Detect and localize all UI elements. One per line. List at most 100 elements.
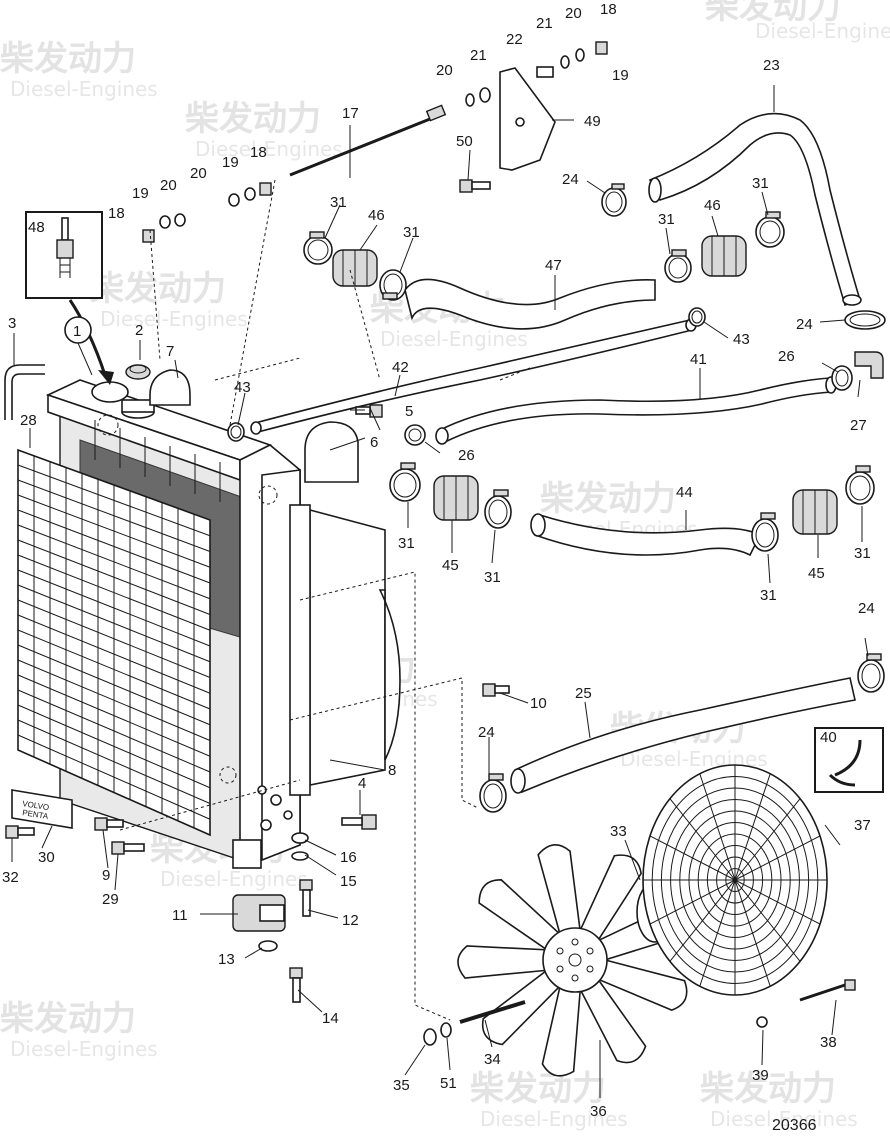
bellows-group	[332, 235, 838, 535]
grille-bar	[17, 704, 211, 789]
nameplate-line1: VOLVO	[22, 799, 50, 812]
guard-spoke	[734, 879, 771, 987]
watermark-brand: 柴发动力	[540, 479, 676, 519]
label-19: 19	[612, 67, 629, 84]
hose-44	[534, 513, 762, 557]
washer	[479, 87, 491, 103]
watermark-brand-en: Diesel-Engines	[100, 307, 248, 331]
rubber-bellows-45	[792, 489, 838, 535]
overflow-pipe	[4, 364, 45, 420]
nut	[142, 229, 155, 243]
watermark-brand-en: Diesel-Engines	[755, 19, 890, 43]
label-31: 31	[330, 194, 347, 211]
watermark-brand-en: Diesel-Engines	[160, 867, 308, 891]
washer	[244, 187, 256, 201]
bolt-38	[799, 979, 856, 1002]
watermark-brand-en: Diesel-Engines	[710, 1107, 858, 1131]
radiator-neck-7	[149, 369, 191, 406]
guard-spoke	[669, 879, 736, 962]
grille-bar	[17, 629, 211, 710]
sensor-thread	[59, 258, 71, 278]
label-18: 18	[250, 144, 267, 161]
label-18: 18	[108, 205, 125, 222]
hose-clamp	[664, 249, 692, 283]
label-31: 31	[658, 211, 675, 228]
watermark-brand-en: Diesel-Engines	[195, 137, 343, 161]
label-23: 23	[763, 57, 780, 74]
guard-spoke	[699, 879, 736, 987]
grille-bar	[17, 479, 211, 552]
side-bolt	[257, 785, 267, 795]
label-48: 48	[28, 219, 45, 236]
grille-bar	[17, 554, 211, 631]
watermark-brand-en: Diesel-Engines	[10, 1037, 158, 1061]
radiator-leg	[232, 839, 262, 869]
label-24: 24	[858, 600, 875, 617]
label-17: 17	[342, 105, 359, 122]
label-20: 20	[190, 165, 207, 182]
hose-23-end	[648, 177, 662, 203]
label-31: 31	[752, 175, 769, 192]
label-39: 39	[752, 1067, 769, 1084]
hose-23-end	[842, 294, 862, 306]
bolt-50	[459, 179, 491, 193]
fan-shroud	[289, 421, 401, 796]
label-26: 26	[458, 447, 475, 464]
hose-42-end	[250, 421, 262, 435]
fan-blade	[478, 879, 564, 953]
fasteners-top	[142, 41, 608, 243]
label-18: 18	[600, 1, 617, 18]
label-13: 13	[218, 951, 235, 968]
elbow-27	[854, 351, 884, 379]
label-40: 40	[820, 729, 837, 746]
nut-39	[756, 1016, 768, 1028]
label-3: 3	[8, 315, 16, 332]
guard-spoke	[734, 798, 801, 881]
assembly-paths	[119, 179, 531, 1021]
label-41: 41	[690, 351, 707, 368]
bolt-12	[299, 879, 313, 917]
label-29: 29	[102, 891, 119, 908]
label-47: 47	[545, 257, 562, 274]
hose-clamp-24	[479, 773, 507, 813]
label-30: 30	[38, 849, 55, 866]
label-12: 12	[342, 912, 359, 929]
side-bolt	[270, 794, 282, 806]
sensor-hex	[56, 239, 74, 259]
clamp-group	[227, 183, 886, 813]
watermark-brand: 柴发动力	[0, 999, 136, 1039]
bolt-34	[459, 1000, 526, 1024]
label-19: 19	[222, 154, 239, 171]
grille-bar	[17, 509, 211, 584]
label-24: 24	[796, 316, 813, 333]
hose-clamp-24	[601, 183, 627, 217]
label-35: 35	[393, 1077, 410, 1094]
dashed-hole	[258, 485, 278, 505]
guard-spoke	[734, 773, 771, 881]
washer	[465, 93, 475, 107]
watermark-brand: 柴发动力	[185, 99, 321, 139]
grille-mesh	[17, 455, 211, 828]
clip-inset-40	[814, 727, 884, 793]
grille-bar	[17, 524, 211, 600]
rubber-mount-11	[232, 894, 286, 932]
sensor-arrow-head	[98, 370, 114, 385]
hose-clamp	[379, 269, 407, 301]
label-leaders	[11, 85, 869, 1098]
tension-rod-17	[289, 104, 447, 177]
watermark-brand-en: Diesel-Engines	[10, 77, 158, 101]
label-15: 15	[340, 873, 357, 890]
label-1: 1	[73, 323, 81, 340]
label-37: 37	[854, 817, 871, 834]
spacer-22	[536, 66, 554, 78]
label-22: 22	[506, 31, 523, 48]
label-8: 8	[388, 762, 396, 779]
hose-41-bottom	[444, 391, 833, 443]
bolt-32	[5, 825, 35, 839]
label-27: 27	[850, 417, 867, 434]
nut-13	[258, 940, 278, 952]
bolt-4	[341, 814, 377, 830]
hose-47	[404, 278, 656, 330]
fan-blade	[577, 975, 647, 1064]
guard-spoke	[669, 798, 736, 881]
